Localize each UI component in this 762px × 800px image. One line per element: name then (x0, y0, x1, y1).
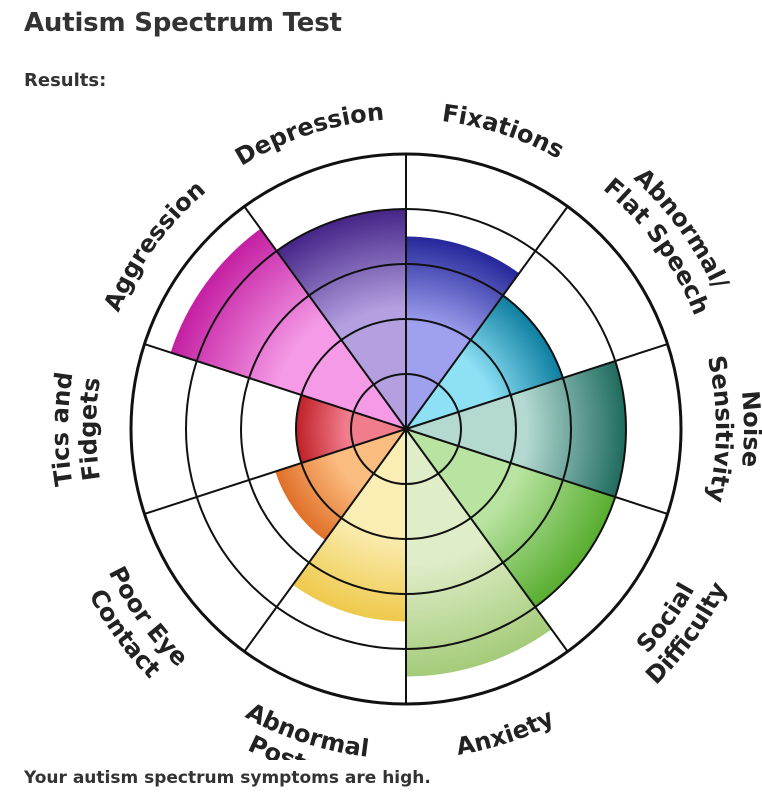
sector-abnormal-flat-speech (406, 295, 563, 429)
grid-spoke-9 (144, 343, 407, 430)
category-label-line: Sensitivity (702, 353, 738, 505)
category-label-line: Tics and (46, 370, 79, 488)
results-label: Results: (24, 70, 107, 91)
category-label-line: Fidgets (74, 376, 106, 483)
sector-anxiety (406, 429, 552, 677)
grid-spoke-4 (405, 428, 668, 515)
grid-spoke-7 (243, 428, 407, 653)
category-label-abnormal-posture: AbnormalPosture (241, 697, 370, 760)
category-label-fixations: Fixations (440, 99, 568, 164)
sector-social-difficulty (406, 429, 616, 607)
category-label-noise-sensitivity: NoiseSensitivity (702, 353, 762, 505)
grid-spoke-5 (405, 428, 569, 653)
sector-poor-eye-contact (275, 429, 406, 541)
sector-aggression (170, 228, 406, 429)
grid-spoke-10 (243, 205, 407, 430)
results-summary: Your autism spectrum symptoms are high. (24, 768, 431, 788)
category-label-line: Noise (736, 390, 762, 469)
grid-spoke-2 (405, 205, 569, 430)
grid-spoke-8 (144, 428, 407, 515)
category-label-line: Anxiety (454, 703, 558, 760)
category-label-anxiety: Anxiety (454, 703, 558, 760)
grid-spoke-3 (405, 343, 668, 430)
category-label-line: Fixations (440, 99, 568, 164)
page-title: Autism Spectrum Test (24, 8, 342, 38)
sector-depression (276, 209, 406, 429)
